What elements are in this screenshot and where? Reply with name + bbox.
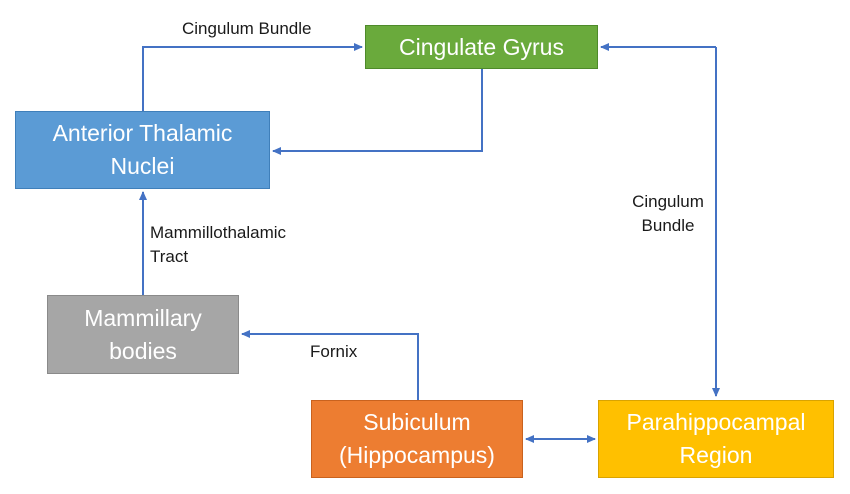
label-fornix: Fornix	[310, 342, 358, 361]
node-cingulate-gyrus: Cingulate Gyrus	[365, 25, 598, 69]
node-mammillary-bodies: Mammillary bodies	[47, 295, 239, 374]
edge-cingulate-to-thalamic	[272, 69, 483, 155]
edge-subiculum-to-mammillary	[241, 330, 419, 400]
node-subiculum: Subiculum (Hippocampus)	[311, 400, 523, 478]
label-cingulum-bundle-top: Cingulum Bundle	[182, 19, 312, 38]
edge-thalamic-to-cingulate	[142, 43, 363, 111]
label-cingulum-bundle-right: Cingulum Bundle	[632, 192, 704, 235]
node-parahippocampal-region: Parahippocampal Region	[598, 400, 834, 478]
label-mammillothalamic-tract: Mammillothalamic Tract	[150, 223, 287, 266]
node-anterior-thalamic-nuclei: Anterior Thalamic Nuclei	[15, 111, 270, 189]
